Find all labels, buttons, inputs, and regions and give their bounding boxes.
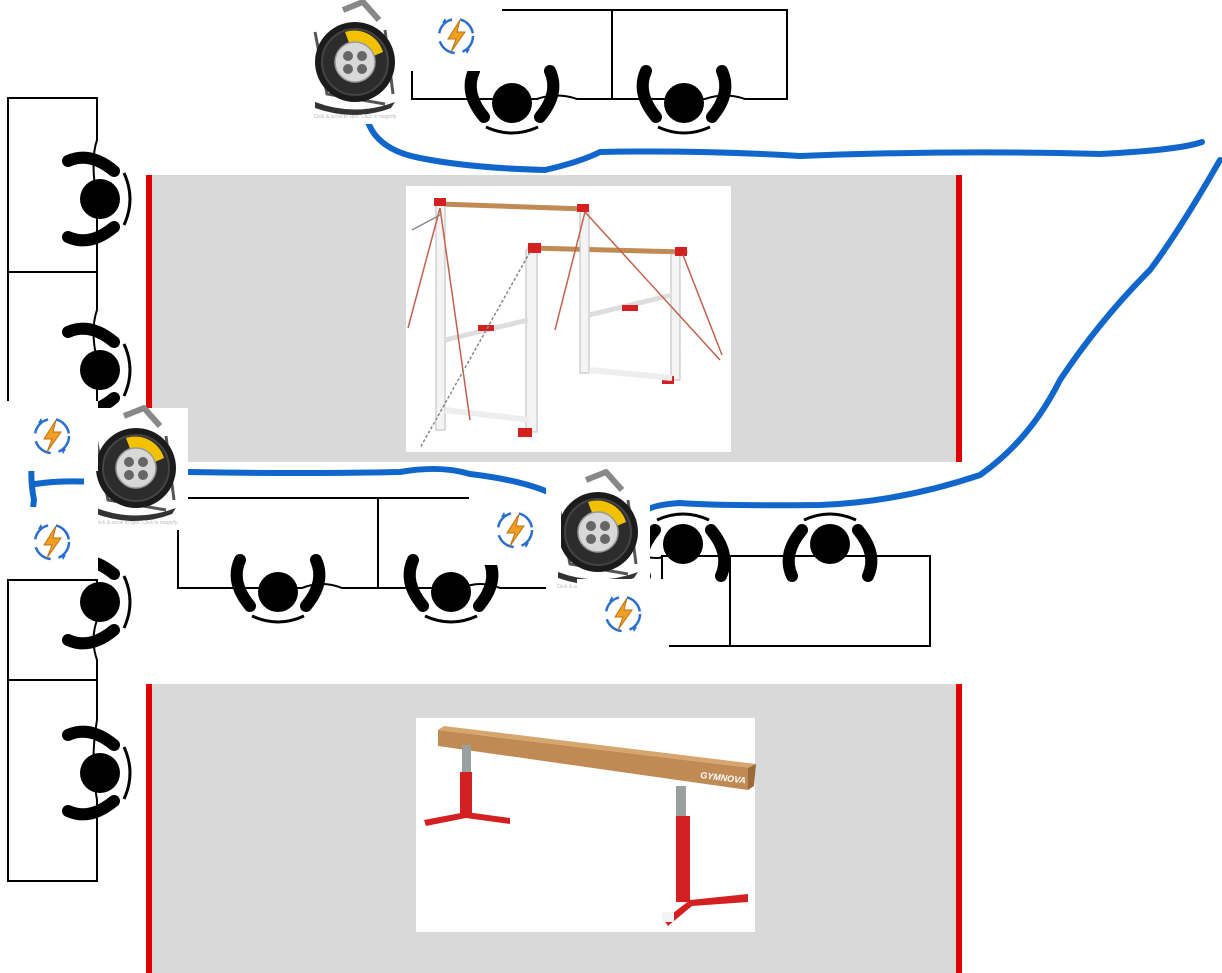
person-at-table-icon xyxy=(471,71,554,133)
power-cycle-icon xyxy=(577,579,669,649)
zone-uneven-bars xyxy=(146,175,962,462)
cable-reel-icon xyxy=(546,472,650,594)
power-cycle-icon xyxy=(6,401,98,471)
person-at-table-icon xyxy=(237,560,320,622)
judge-table xyxy=(730,556,930,646)
power-cycle-icon xyxy=(410,1,502,71)
person-at-table-icon xyxy=(642,514,725,576)
zone-right-border xyxy=(956,684,962,973)
power-cycle-icon xyxy=(469,495,561,565)
person-at-table-icon xyxy=(68,732,130,815)
uneven-bars-image xyxy=(406,186,731,452)
person-at-table-icon xyxy=(68,329,130,412)
zone-right-border xyxy=(956,175,962,462)
cable-reel-icon xyxy=(84,408,188,530)
balance-beam-image: GYMNOVA xyxy=(416,718,756,932)
person-at-table-icon xyxy=(68,158,130,241)
zone-left-border xyxy=(146,684,152,973)
person-at-table-icon xyxy=(789,514,872,576)
power-cable xyxy=(188,469,548,492)
zone-balance-beam: GYMNOVA xyxy=(146,684,962,973)
power-cycle-icon xyxy=(6,507,98,577)
cable-reel-icon xyxy=(303,2,407,124)
person-at-table-icon xyxy=(410,560,493,622)
person-at-table-icon xyxy=(643,71,726,133)
